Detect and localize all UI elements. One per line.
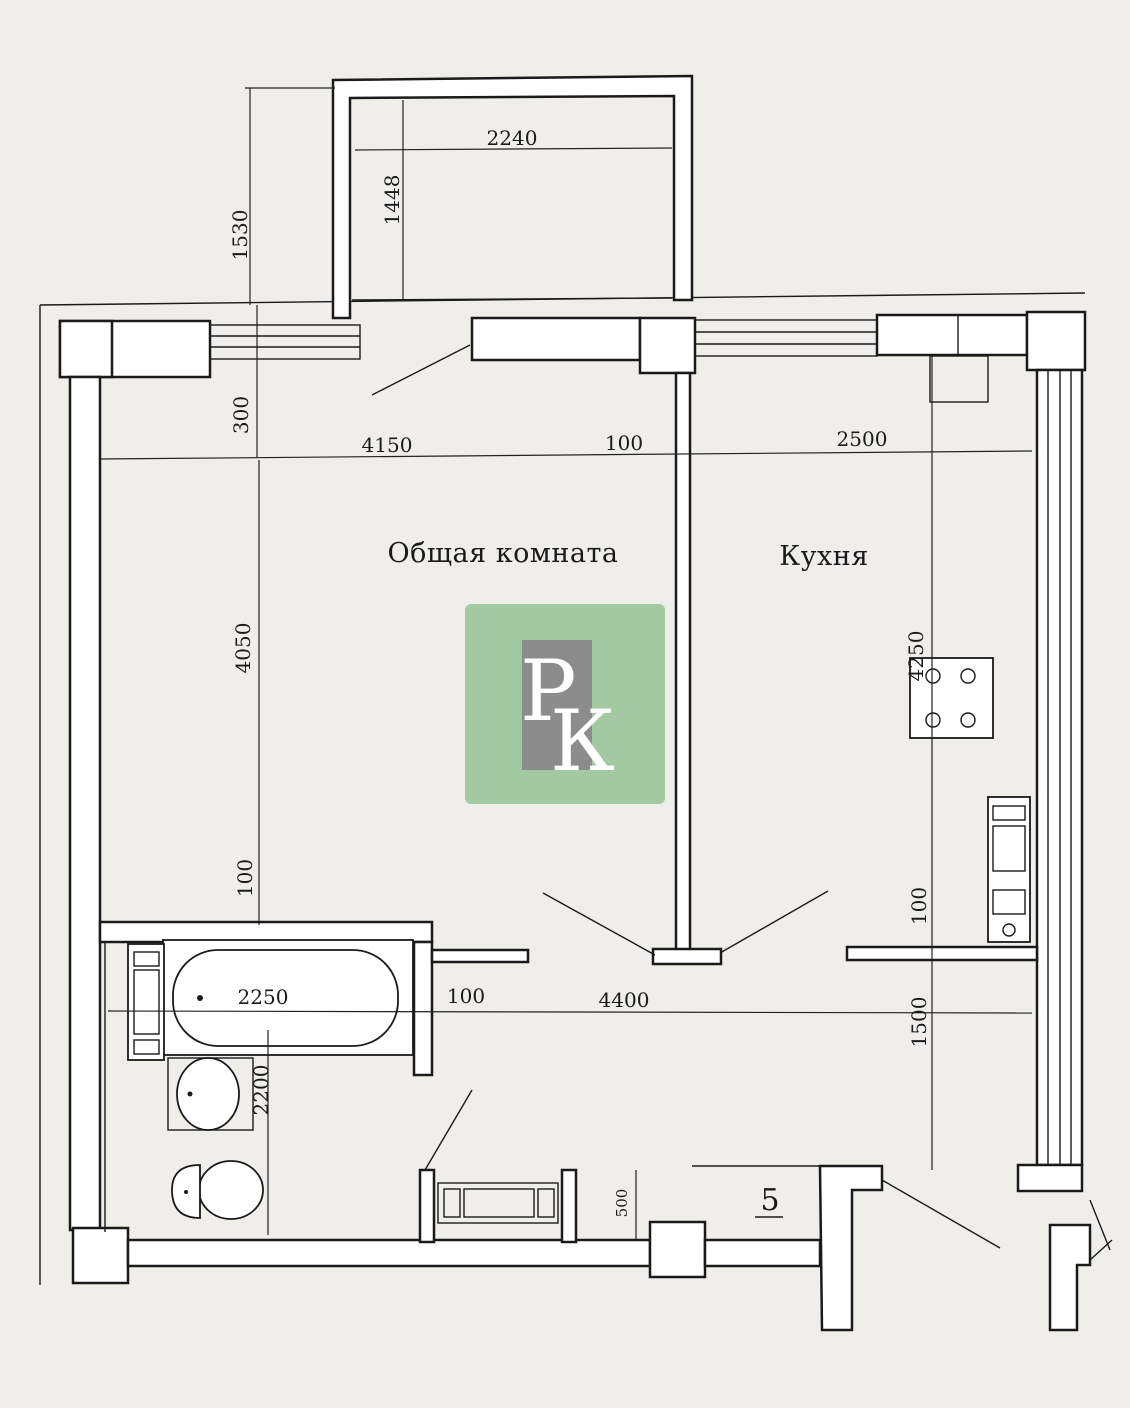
closet-unit [437, 1182, 559, 1224]
dim-hall-depth: 1500 [907, 997, 931, 1048]
washing-shelves [127, 943, 165, 1061]
dim-balcony-depth-outer: 1530 [228, 210, 252, 261]
ventilation-box [929, 315, 989, 403]
stair-number: 5 [760, 1183, 779, 1218]
room-label-living: Общая комната [388, 538, 619, 569]
exterior-walls [58, 310, 1113, 1332]
dim-living-depth: 4050 [231, 623, 255, 674]
dimension-labels: 2240 1530 1448 300 4150 100 2500 4050 42… [228, 126, 931, 1217]
dimension-lines [99, 87, 1033, 1240]
bathtub [162, 939, 414, 1056]
svg-text:К: К [550, 692, 615, 790]
dim-kitchen-width: 2500 [837, 427, 888, 451]
toilet [171, 1160, 264, 1220]
stove [909, 657, 994, 739]
dim-living-width: 4150 [362, 433, 413, 457]
dim-wall-right: 100 [907, 887, 931, 925]
logo-watermark: Р К [465, 604, 665, 804]
svg-text:Р: Р [520, 642, 577, 740]
interior-walls [98, 371, 1039, 1244]
dim-bath-wall: 100 [447, 984, 485, 1008]
dim-balcony-width: 2240 [487, 126, 538, 150]
dim-hall-width: 4400 [599, 988, 650, 1012]
dim-bath-depth: 2200 [249, 1065, 273, 1116]
dim-partition: 100 [605, 431, 643, 455]
door-swings [371, 344, 1001, 1249]
balcony [331, 74, 694, 320]
sink [167, 1057, 254, 1131]
window-kitchen [694, 319, 878, 357]
window-living [209, 324, 361, 360]
dim-closet-depth: 500 [613, 1189, 631, 1218]
dim-balcony-depth-inner: 1448 [380, 175, 404, 226]
room-label-kitchen: Кухня [779, 541, 869, 572]
kitchen-sink [987, 796, 1031, 943]
window-right [1035, 368, 1084, 1167]
dim-bath-width: 2250 [238, 985, 289, 1009]
dim-kitchen-depth: 4250 [904, 631, 928, 682]
dim-wall-left: 100 [233, 859, 257, 897]
dim-offset-top: 300 [229, 396, 253, 434]
